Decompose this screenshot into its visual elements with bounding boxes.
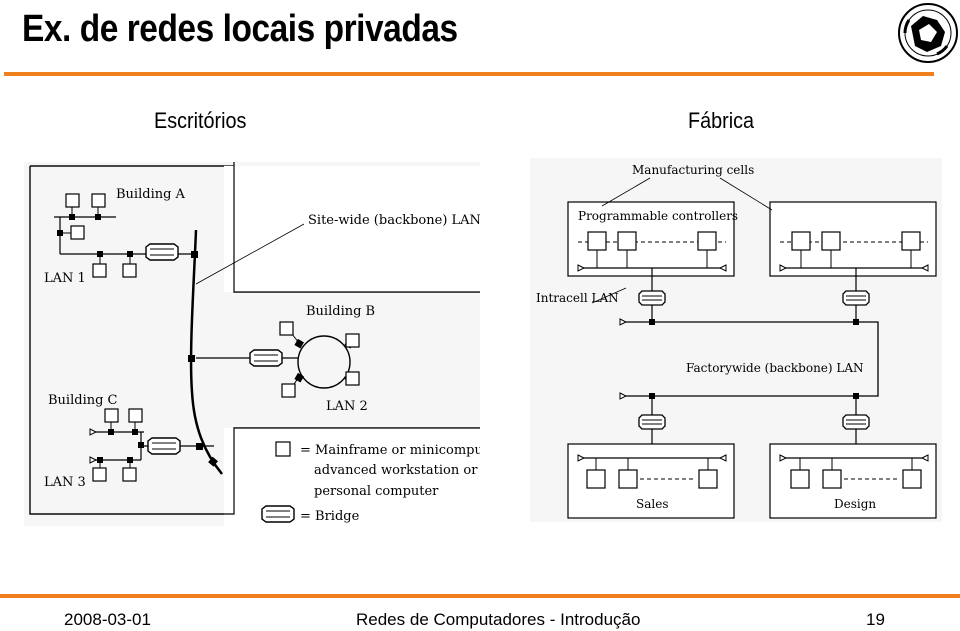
programmable-controllers-label: Programmable controllers [578,209,738,223]
header-rule [4,72,934,76]
building-c-label: Building C [48,393,118,408]
computer-icon [91,193,106,208]
university-logo [898,3,958,63]
computer-icon [345,333,360,348]
backbone-label: Site-wide (backbone) LAN [308,213,480,228]
computer-icon [279,321,294,336]
lan3-label: LAN 3 [44,475,86,490]
controller-icon [587,231,607,251]
manufacturing-cells-label: Manufacturing cells [632,163,754,177]
bridge-icon [638,290,666,306]
design-label: Design [834,497,876,511]
building-b-label: Building B [306,304,375,319]
controller-icon [697,231,717,251]
computer-icon [822,469,842,489]
bridge-icon [145,243,179,261]
legend-bridge-label: = Bridge [300,509,360,524]
office-network-diagram: Building A Site-wide (backbone) LAN LAN … [24,162,480,526]
computer-icon [128,408,143,423]
computer-icon [122,467,137,482]
controller-icon [617,231,637,251]
controller-icon [791,231,811,251]
computer-icon [281,383,296,398]
bridge-legend-icon [261,505,295,523]
footer-date: 2008-03-01 [64,610,151,629]
controller-icon [821,231,841,251]
footer-page-number: 19 [866,610,885,629]
factorywide-lan-label: Factorywide (backbone) LAN [686,361,864,375]
computer-icon [92,263,107,278]
bridge-icon [638,414,666,430]
office-heading: Escritórios [154,108,247,133]
computer-icon [698,469,718,489]
computer-icon [790,469,810,489]
computer-icon [586,469,606,489]
footer-course: Redes de Computadores - Introdução [356,610,641,629]
computer-icon [345,371,360,386]
legend-computer-line2: advanced workstation or [314,463,478,478]
legend-computer-line3: personal computer [314,484,439,499]
bridge-icon [842,290,870,306]
building-a-label: Building A [116,187,186,202]
computer-icon [65,193,80,208]
computer-legend-icon [275,441,291,457]
factory-network-diagram: Manufacturing cells Programmable control… [530,158,942,522]
bridge-icon [147,437,181,455]
slide-title: Ex. de redes locais privadas [22,8,458,50]
sales-label: Sales [636,497,668,511]
computer-icon [92,467,107,482]
computer-icon [122,263,137,278]
computer-icon [104,408,119,423]
intracell-lan-label: Intracell LAN [536,291,619,305]
lan2-label: LAN 2 [326,399,368,414]
factory-heading: Fábrica [688,108,755,133]
computer-icon [70,225,85,240]
computer-icon [902,469,922,489]
legend-computer-line1: = Mainframe or minicomputer, [300,443,480,458]
bridge-icon [249,349,283,367]
bridge-icon [842,414,870,430]
lan1-label: LAN 1 [44,271,86,286]
computer-icon [618,469,638,489]
controller-icon [901,231,921,251]
footer-rule [0,594,960,598]
